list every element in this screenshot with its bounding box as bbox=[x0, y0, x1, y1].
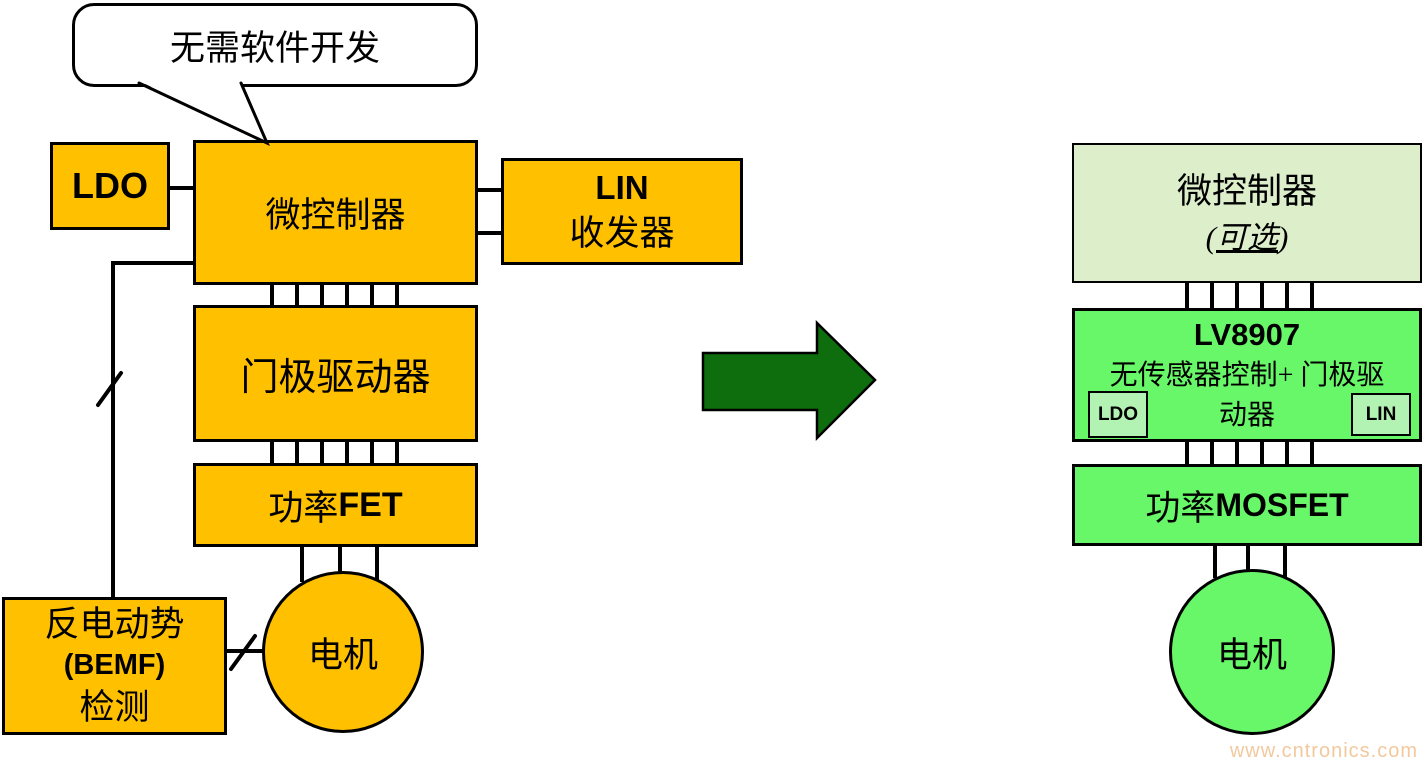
fet-label: FET bbox=[338, 485, 403, 524]
bemf-label-cn: 反电动势 bbox=[44, 604, 185, 644]
microcontroller-block: 微控制器 bbox=[193, 140, 478, 285]
watermark: www.cntronics.com bbox=[1229, 740, 1418, 762]
ldo-label: LDO bbox=[72, 165, 148, 206]
bemf-mcu-connector bbox=[111, 261, 196, 600]
motor-label: 电机 bbox=[307, 635, 378, 675]
optional-note: (可选) bbox=[1205, 219, 1289, 255]
power-label: 功率 bbox=[268, 488, 339, 528]
callout-bubble: 无需软件开发 bbox=[72, 3, 478, 87]
chip-desc-line2: 动器 bbox=[1218, 400, 1275, 431]
mosfet-label: MOSFET bbox=[1215, 486, 1349, 523]
gate-driver-label: 门极驱动器 bbox=[240, 357, 431, 399]
motor-block: 电机 bbox=[262, 571, 424, 733]
motor-label: 电机 bbox=[1216, 635, 1287, 675]
chip-name-label: LV8907 bbox=[1193, 317, 1301, 352]
ldo-block: LDO bbox=[50, 142, 170, 230]
chip-desc-line1: 无传感器控制+ 门极驱 bbox=[1109, 360, 1385, 391]
integrated-lin-label: LIN bbox=[1365, 403, 1397, 425]
integrated-ldo-label: LDO bbox=[1097, 403, 1139, 425]
integrated-lin-block: LIN bbox=[1351, 393, 1411, 436]
bemf-label-en: (BEMF) bbox=[63, 649, 166, 682]
bus-slash-icon bbox=[229, 634, 257, 671]
power-label: 功率 bbox=[1145, 488, 1216, 528]
lv8907-block: LV8907 无传感器控制+ 门极驱 动器 LDO LIN bbox=[1072, 308, 1422, 442]
transceiver-label: 收发器 bbox=[569, 214, 675, 254]
optional-mcu-label: 微控制器 bbox=[1176, 171, 1317, 211]
lin-transceiver-block: LIN 收发器 bbox=[501, 158, 743, 265]
transform-arrow-icon bbox=[701, 320, 877, 442]
motor-block-right: 电机 bbox=[1169, 569, 1335, 735]
bus-slash-icon bbox=[96, 371, 123, 407]
microcontroller-label: 微控制器 bbox=[265, 196, 406, 235]
integrated-ldo-block: LDO bbox=[1088, 391, 1148, 438]
lin-label: LIN bbox=[595, 168, 649, 206]
bemf-detection-block: 反电动势 (BEMF) 检测 bbox=[2, 597, 227, 735]
detection-label: 检测 bbox=[79, 687, 150, 727]
gate-driver-block: 门极驱动器 bbox=[193, 305, 478, 442]
callout-text: 无需软件开发 bbox=[169, 28, 380, 68]
optional-mcu-block: 微控制器 (可选) bbox=[1072, 143, 1422, 283]
